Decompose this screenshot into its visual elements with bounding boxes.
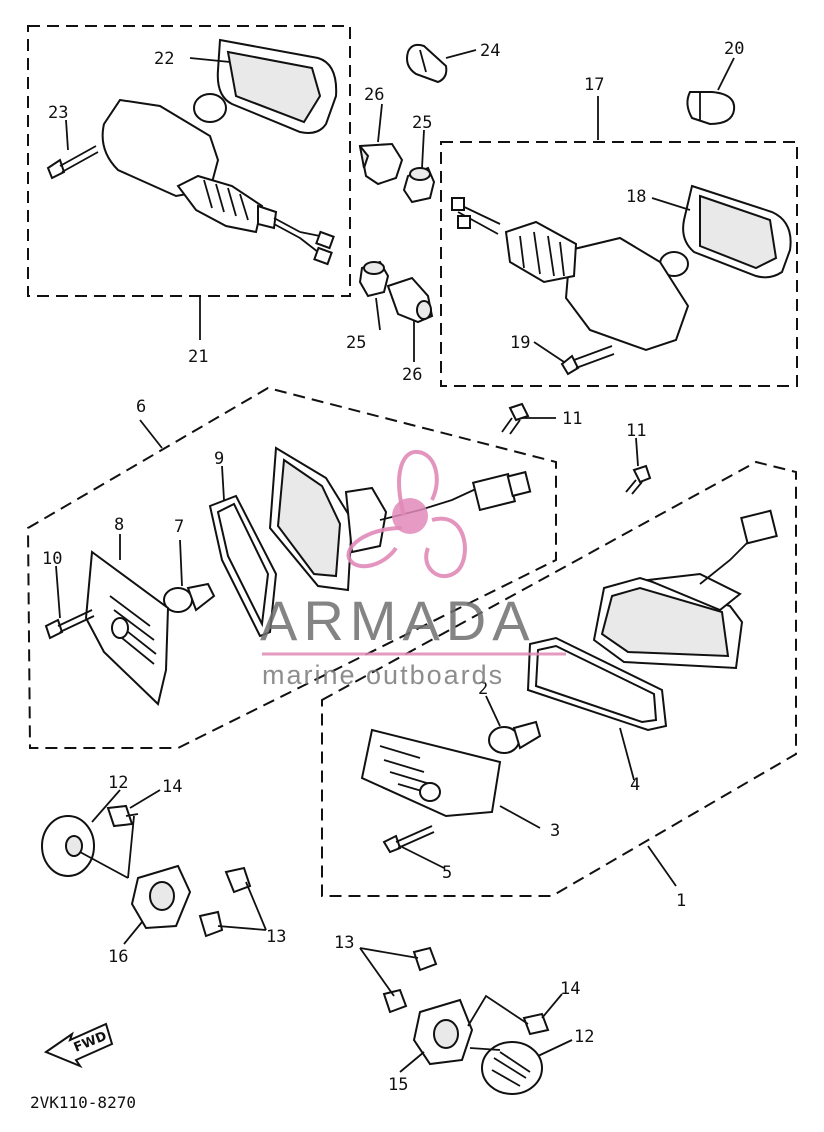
grommet-25-bottom [358, 260, 390, 298]
label-25-bottom: 25 [346, 333, 366, 353]
label-18: 18 [626, 187, 646, 207]
label-19: 19 [510, 333, 530, 353]
label-25-top: 25 [412, 113, 432, 133]
label-12-right: 12 [574, 1027, 594, 1047]
screw-23 [46, 145, 99, 180]
label-1: 1 [676, 891, 686, 911]
label-20: 20 [724, 39, 744, 59]
label-11-right: 11 [626, 421, 646, 441]
label-13-right: 13 [334, 933, 354, 953]
drawing-code: 2VK110-8270 [30, 1093, 136, 1112]
label-17: 17 [584, 75, 604, 95]
flasher-rear-left [101, 38, 338, 266]
label-23: 23 [48, 103, 68, 123]
flasher-front-right [592, 509, 778, 670]
lens-8 [84, 550, 170, 706]
group-box-17 [440, 141, 798, 387]
label-16: 16 [108, 947, 128, 967]
label-4: 4 [630, 775, 640, 795]
watermark: ARMADA marine outboards [260, 449, 566, 690]
bulb-20 [686, 91, 736, 126]
bolt-14-right [522, 1012, 550, 1036]
lens-3 [360, 728, 502, 818]
label-12-left: 12 [108, 773, 128, 793]
label-8: 8 [114, 515, 124, 535]
label-2: 2 [478, 679, 488, 699]
label-3: 3 [550, 821, 560, 841]
housing-16 [130, 864, 192, 930]
label-6: 6 [136, 397, 146, 417]
watermark-logo-core [392, 498, 428, 534]
bulb-7 [163, 582, 216, 613]
label-10: 10 [42, 549, 62, 569]
screw-11-right [625, 464, 652, 495]
grommet-25-top [402, 166, 436, 204]
nut-13-right-b [382, 988, 408, 1014]
nut-13-left-a [224, 866, 252, 894]
gasket-4 [526, 636, 668, 732]
watermark-logo-icon [346, 449, 467, 579]
label-5: 5 [442, 863, 452, 883]
label-9: 9 [214, 449, 224, 469]
fwd-arrow: FWD [43, 1022, 114, 1069]
label-11-left: 11 [562, 409, 582, 429]
label-26-top: 26 [364, 85, 384, 105]
group-box-1 [321, 460, 797, 897]
label-26-bottom: 26 [402, 365, 422, 385]
label-14-left: 14 [162, 777, 182, 797]
group-box-6 [26, 386, 557, 749]
nut-13-right-a [412, 946, 438, 972]
label-14-right: 14 [560, 979, 580, 999]
watermark-tagline: marine outboards [262, 660, 504, 690]
bulb-24 [406, 43, 448, 84]
screw-19 [560, 345, 615, 376]
leader-lines [55, 49, 735, 1073]
cover-12-left [41, 815, 95, 877]
gasket-9 [208, 494, 278, 638]
label-7: 7 [174, 517, 184, 537]
watermark-brand: ARMADA [260, 589, 536, 652]
screw-10 [44, 609, 95, 640]
group-box-21 [27, 25, 351, 297]
flasher-front-left [268, 446, 532, 592]
label-24: 24 [480, 41, 500, 61]
nut-13-left-b [198, 910, 224, 938]
label-15: 15 [388, 1075, 408, 1095]
screw-11-left [501, 402, 530, 435]
cover-12-right [481, 1041, 543, 1095]
bulb-2 [488, 720, 542, 754]
housing-15 [412, 998, 474, 1066]
bolt-14-left [106, 804, 139, 828]
flasher-rear-right [451, 184, 792, 352]
label-13-left: 13 [266, 927, 286, 947]
damper-26-top [358, 142, 404, 186]
label-21: 21 [188, 347, 208, 367]
label-22: 22 [154, 49, 174, 69]
damper-26-bottom [386, 276, 434, 324]
screw-5 [382, 825, 435, 854]
